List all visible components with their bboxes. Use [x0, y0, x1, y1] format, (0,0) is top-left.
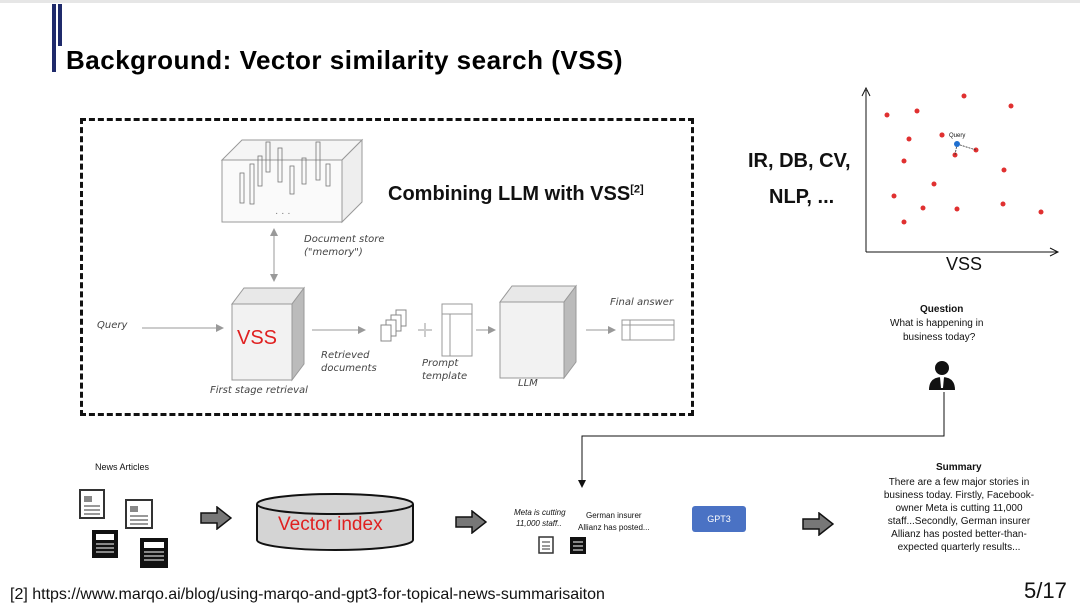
news-articles-icons: [79, 489, 168, 568]
data-point: [1001, 167, 1007, 173]
question-connector: [578, 392, 945, 488]
vector-index-label: Vector index: [278, 514, 383, 535]
newspaper-icon: [125, 499, 153, 529]
prompt-template-icon: [441, 303, 473, 357]
arrow-right-icon: [455, 510, 487, 534]
x-axis-arrow: [1049, 247, 1060, 257]
pipeline-frame: [80, 118, 694, 416]
footnote: [2] https://www.marqo.ai/blog/using-marq…: [10, 586, 605, 603]
llm-label: LLM: [518, 378, 538, 389]
snippet-newspaper-icons: [538, 536, 586, 554]
pipeline-heading: Combining LLM with VSS[2]: [388, 183, 644, 205]
data-point: [901, 158, 907, 164]
arrow-right-icon: [802, 512, 834, 536]
query-link: [956, 143, 977, 151]
document-store-icon: · · ·: [220, 138, 364, 224]
vss-label: VSS: [237, 327, 278, 349]
snippet-1-line-1: Meta is cutting: [514, 508, 566, 517]
query-point: [954, 141, 960, 147]
arrow-right-icon: [200, 506, 232, 530]
query-point-label: Query: [949, 133, 965, 139]
vector-index-cylinder: [256, 493, 414, 551]
summary-title: Summary: [936, 462, 982, 473]
newspaper-icon: [140, 538, 168, 568]
title-accent-bar-short: [58, 4, 62, 46]
news-articles-label: News Articles: [95, 462, 150, 472]
domains-line-2: NLP, ...: [769, 186, 835, 208]
question-title: Question: [920, 304, 964, 315]
query-label: Query: [97, 320, 128, 331]
first-stage-label: First stage retrieval: [210, 385, 308, 396]
llm-cube-icon: [499, 284, 577, 380]
newspaper-icon: [92, 530, 118, 558]
data-point: [1038, 209, 1044, 215]
scatter-axis-label: VSS: [946, 254, 983, 274]
data-point: [1008, 103, 1014, 109]
final-answer-icon: [621, 319, 675, 341]
prompt-label: Prompt: [422, 358, 459, 369]
data-point: [939, 132, 945, 138]
data-point: [931, 181, 937, 187]
title-accent-bar: [52, 4, 56, 72]
data-point: [1000, 201, 1006, 207]
document-store-label: Document store: [304, 234, 385, 245]
question-line-2: business today?: [903, 332, 976, 343]
data-point: [920, 205, 926, 211]
data-point: [891, 193, 897, 199]
slide-title: Background: Vector similarity search (VS…: [66, 45, 624, 75]
data-point: [914, 108, 920, 114]
data-point: [952, 152, 958, 158]
pipeline-diagram: · · ·: [142, 138, 675, 382]
data-point: [954, 206, 960, 212]
newspaper-icon: [538, 536, 554, 554]
page-number: 5/17: [1024, 578, 1067, 603]
vss-cube-icon: [231, 286, 305, 382]
retrieved-documents-icon: [380, 309, 407, 342]
prompt-sublabel: template: [422, 371, 468, 382]
top-border: [0, 0, 1080, 3]
vss-scatter-plot: Query: [861, 86, 1060, 257]
retrieved-sublabel: documents: [321, 363, 377, 374]
newspaper-icon: [79, 489, 105, 519]
question-line-1: What is happening in: [890, 318, 984, 329]
retrieved-label: Retrieved: [321, 350, 370, 361]
document-store-sublabel: ("memory"): [304, 247, 363, 258]
data-point: [901, 219, 907, 225]
y-axis-arrow: [861, 86, 871, 97]
user-icon: [926, 358, 958, 390]
data-point: [884, 112, 890, 118]
svg-text:· · ·: · · ·: [275, 208, 291, 219]
snippet-2-line-2: Allianz has posted...: [578, 523, 650, 532]
plus-icon: [418, 323, 432, 337]
summary-text: There are a few major stories in busines…: [883, 477, 1035, 553]
domains-line-1: IR, DB, CV,: [748, 150, 851, 172]
final-answer-label: Final answer: [610, 297, 674, 308]
snippet-2-line-1: German insurer: [586, 511, 642, 520]
snippet-1-line-2: 11,000 staff..: [516, 519, 562, 528]
newspaper-icon: [570, 537, 586, 554]
data-point: [961, 93, 967, 99]
data-point: [906, 136, 912, 142]
gpt3-box: GPT3: [692, 506, 746, 532]
